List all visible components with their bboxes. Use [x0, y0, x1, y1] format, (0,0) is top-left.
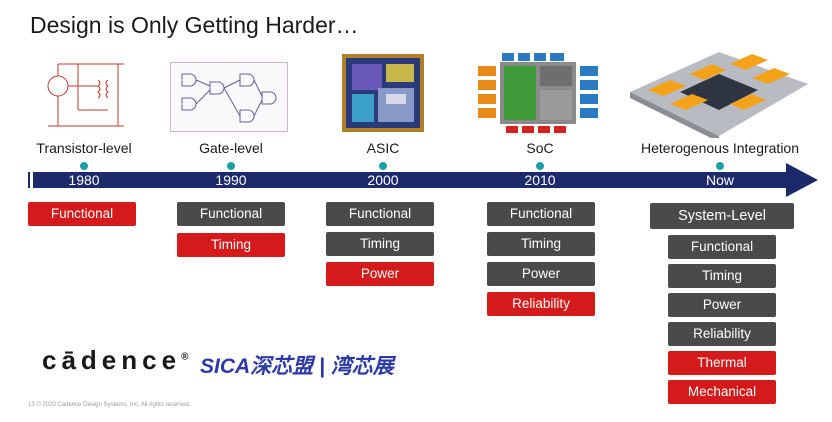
req-2000-functional: Functional	[326, 202, 434, 226]
req-now-mechanical: Mechanical	[668, 380, 776, 404]
transistor-schematic-image	[38, 60, 130, 132]
era-label-heterogenous: Heterogenous Integration	[641, 140, 799, 156]
gate-level-schematic-image	[170, 62, 288, 132]
cadence-registered-mark: ®	[181, 351, 189, 363]
cadence-logo-text: cādence	[42, 345, 182, 375]
timeline-dot-2010	[534, 160, 546, 172]
year-2010: 2010	[524, 172, 556, 188]
timeline-dot-2000	[377, 160, 389, 172]
era-label-transistor: Transistor-level	[36, 140, 132, 156]
req-now-reliability: Reliability	[668, 322, 776, 346]
timeline-dot-1990	[225, 160, 237, 172]
req-now-power: Power	[668, 293, 776, 317]
timeline-dot-1980	[78, 160, 90, 172]
year-2000: 2000	[367, 172, 399, 188]
req-now-timing: Timing	[668, 264, 776, 288]
slide-footer: 13 © 2020 Cadence Design Systems, Inc. A…	[28, 402, 191, 408]
req-2010-reliability: Reliability	[487, 292, 595, 316]
timeline-arrow	[28, 163, 818, 197]
heterogeneous-package-image	[630, 52, 808, 138]
req-now-functional: Functional	[668, 235, 776, 259]
req-2000-timing: Timing	[326, 232, 434, 256]
era-label-gate: Gate-level	[199, 140, 263, 156]
era-label-soc: SoC	[526, 140, 554, 156]
year-now: Now	[705, 172, 735, 188]
req-2010-functional: Functional	[487, 202, 595, 226]
req-2010-power: Power	[487, 262, 595, 286]
req-1980-functional: Functional	[28, 202, 136, 226]
soc-block-diagram-image	[474, 52, 602, 134]
sica-logo: SICA深芯盟 | 湾芯展	[200, 355, 394, 378]
cadence-logo: cādence®	[42, 345, 188, 376]
req-1990-functional: Functional	[177, 202, 285, 226]
era-label-asic: ASIC	[366, 140, 400, 156]
req-now-thermal: Thermal	[668, 351, 776, 375]
asic-die-image	[342, 54, 424, 132]
slide-title: Design is Only Getting Harder…	[30, 12, 359, 38]
year-1980: 1980	[68, 172, 100, 188]
req-2000-power: Power	[326, 262, 434, 286]
req-now-system-level: System-Level	[650, 203, 794, 229]
year-1990: 1990	[215, 172, 247, 188]
req-2010-timing: Timing	[487, 232, 595, 256]
timeline-dot-now	[714, 160, 726, 172]
req-1990-timing: Timing	[177, 233, 285, 257]
